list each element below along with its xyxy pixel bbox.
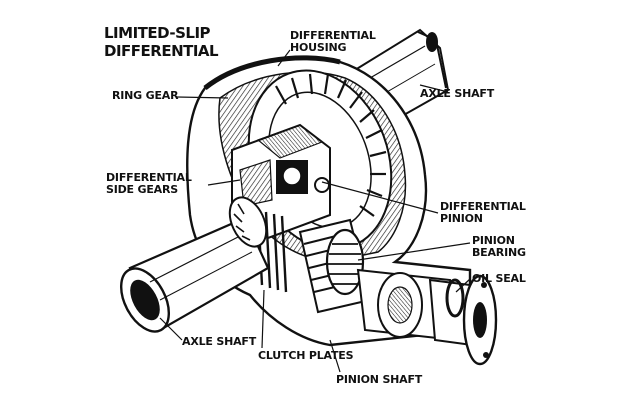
leader-lines (159, 49, 471, 373)
title-line-2: DIFFERENTIAL (104, 42, 219, 60)
label-oil-seal: OIL SEAL (472, 272, 526, 285)
label-pinion-bearing: PINION BEARING (472, 234, 526, 259)
label-clutch-plates: CLUTCH PLATES (258, 349, 354, 362)
label-axle-shaft-bottom: AXLE SHAFT (182, 335, 257, 348)
title-line-1: LIMITED-SLIP (104, 24, 211, 42)
label-pinion-shaft: PINION SHAFT (336, 373, 423, 386)
diagram-title: LIMITED-SLIP DIFFERENTIAL (104, 24, 234, 60)
label-differential-pinion: DIFFERENTIAL PINION (440, 200, 526, 225)
label-differential-housing: DIFFERENTIAL HOUSING (290, 29, 376, 54)
pinion-shaft (356, 268, 498, 366)
label-ring-gear: RING GEAR (112, 89, 179, 102)
pinion-bearing (325, 228, 365, 296)
label-differential-side-gears: DIFFERENTIAL SIDE GEARS (106, 171, 192, 196)
left-axle-shaft (119, 196, 270, 333)
label-axle-shaft-top: AXLE SHAFT (420, 87, 495, 100)
